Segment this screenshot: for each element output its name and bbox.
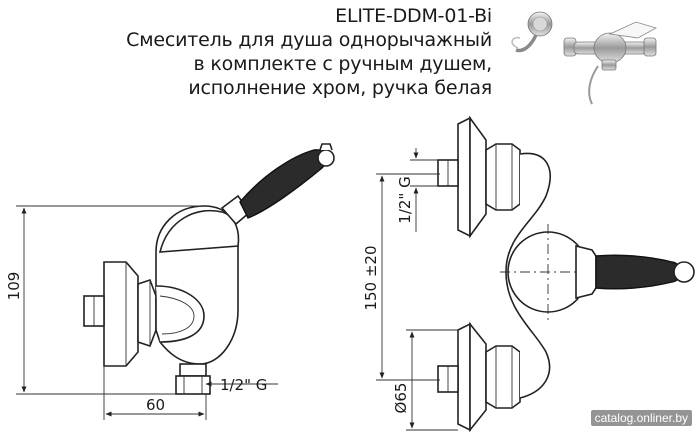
front-top-flange [457, 116, 471, 238]
shower-head-photo [511, 11, 553, 53]
front-view: 150 ±20 1/2" G Ø65 [362, 115, 695, 433]
side-lever-handle [239, 149, 327, 219]
front-lever-handle [595, 254, 682, 290]
side-body-neck [155, 285, 205, 343]
side-nut [137, 278, 157, 348]
side-outlet-pipe [179, 363, 207, 377]
mixer-photo [563, 21, 658, 71]
product-description-line-3: исполнение хром, ручка белая [188, 77, 492, 99]
front-top-nut [485, 143, 521, 211]
dim-thread-top-label: 1/2" G [396, 176, 414, 223]
front-bottom-nut [485, 345, 521, 409]
dim-diameter-label: Ø65 [392, 383, 410, 414]
product-description-line-2: в комплекте с ручным душем, [193, 53, 493, 75]
side-view: 109 1/2" G 60 [5, 143, 335, 420]
side-cartridge-cap [158, 209, 240, 253]
front-bottom-flange [457, 322, 471, 432]
side-wall-flange [103, 261, 139, 367]
shower-hose-photo [588, 65, 599, 105]
dim-depth-label: 60 [146, 396, 165, 414]
dim-height-label: 109 [5, 272, 23, 301]
product-description-line-1: Смеситель для душа однорычажный [126, 29, 492, 51]
product-photo [511, 11, 658, 105]
product-header: ELITE-DDM-01-Bi Смеситель для душа однор… [80, 4, 492, 100]
product-model: ELITE-DDM-01-Bi [335, 5, 492, 27]
dim-thread-side-label: 1/2" G [220, 376, 267, 394]
dim-spacing-label: 150 ±20 [362, 245, 380, 310]
watermark: catalog.onliner.by [590, 410, 692, 426]
